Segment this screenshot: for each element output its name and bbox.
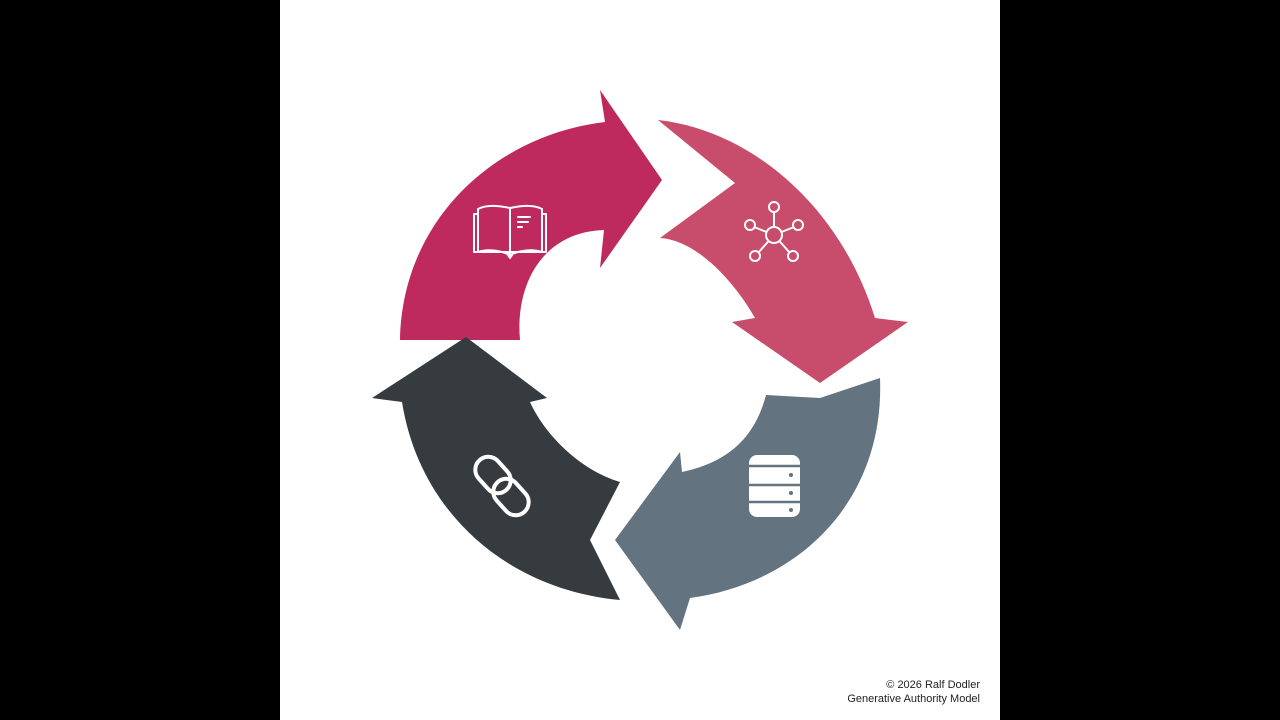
arrow-links [372, 337, 620, 600]
chain-link-icon [473, 454, 531, 518]
open-book-icon [473, 204, 547, 259]
footer-subtitle: Generative Authority Model [847, 693, 980, 705]
cycle-diagram [372, 90, 908, 630]
footer: © 2026 Ralf Dodler Generative Authority … [847, 678, 980, 706]
segment-data [615, 378, 881, 630]
slide-canvas: © 2026 Ralf Dodler Generative Authority … [280, 0, 1000, 720]
segment-knowledge [400, 90, 662, 340]
arrow-network [658, 120, 908, 383]
database-icon [749, 455, 800, 517]
segment-network [658, 120, 908, 383]
network-hub-icon [744, 201, 804, 262]
segment-links [372, 337, 620, 600]
copyright-text: © 2026 Ralf Dodler [886, 679, 980, 691]
arrow-data [615, 378, 881, 630]
arrow-knowledge [400, 90, 662, 340]
